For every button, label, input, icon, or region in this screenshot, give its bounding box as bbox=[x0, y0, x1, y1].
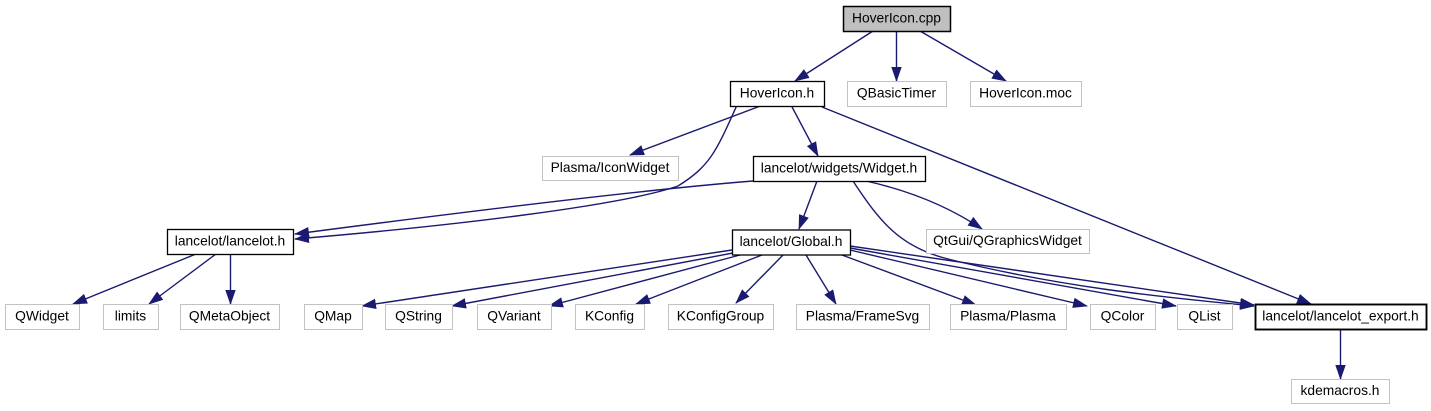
svg-text:QColor: QColor bbox=[1101, 308, 1145, 323]
svg-text:QBasicTimer: QBasicTimer bbox=[857, 85, 937, 100]
svg-text:limits: limits bbox=[115, 308, 147, 323]
svg-text:lancelot/lancelot.h: lancelot/lancelot.h bbox=[175, 233, 285, 248]
svg-text:KConfig: KConfig bbox=[585, 308, 634, 323]
svg-text:lancelot/lancelot_export.h: lancelot/lancelot_export.h bbox=[1262, 308, 1418, 323]
svg-text:HoverIcon.h: HoverIcon.h bbox=[740, 85, 814, 100]
svg-text:QString: QString bbox=[395, 308, 442, 323]
svg-text:kdemacros.h: kdemacros.h bbox=[1301, 383, 1380, 398]
svg-text:QtGui/QGraphicsWidget: QtGui/QGraphicsWidget bbox=[933, 233, 1082, 248]
svg-text:QMetaObject: QMetaObject bbox=[189, 308, 270, 323]
svg-text:KConfigGroup: KConfigGroup bbox=[677, 308, 765, 323]
svg-text:QWidget: QWidget bbox=[15, 308, 69, 323]
svg-text:HoverIcon.moc: HoverIcon.moc bbox=[979, 85, 1072, 100]
svg-text:QVariant: QVariant bbox=[487, 308, 541, 323]
svg-text:QList: QList bbox=[1188, 308, 1220, 323]
svg-text:lancelot/widgets/Widget.h: lancelot/widgets/Widget.h bbox=[761, 160, 917, 175]
svg-text:HoverIcon.cpp: HoverIcon.cpp bbox=[852, 10, 941, 25]
svg-text:Plasma/Plasma: Plasma/Plasma bbox=[960, 308, 1056, 323]
svg-text:Plasma/FrameSvg: Plasma/FrameSvg bbox=[806, 308, 919, 323]
svg-text:QMap: QMap bbox=[314, 308, 352, 323]
svg-text:Plasma/IconWidget: Plasma/IconWidget bbox=[551, 160, 670, 175]
svg-text:lancelot/Global.h: lancelot/Global.h bbox=[740, 234, 843, 249]
